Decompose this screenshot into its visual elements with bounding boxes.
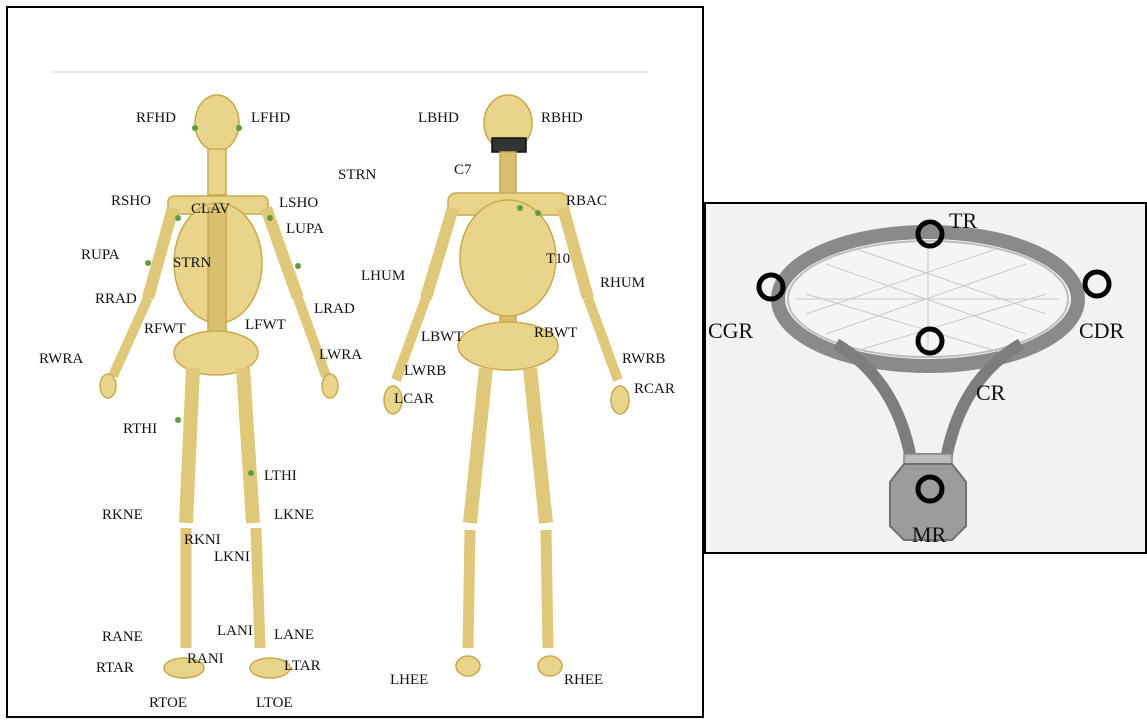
marker-label: RHUM	[600, 276, 645, 291]
racket-label-cgr: CGR	[708, 320, 753, 342]
marker-label: RANE	[102, 630, 143, 645]
marker-label: LWRA	[319, 348, 362, 363]
marker-label: T10	[546, 252, 570, 267]
marker-label: STRN	[173, 256, 211, 271]
marker-label: RHEE	[564, 673, 603, 688]
marker-label: RSHO	[111, 194, 151, 209]
marker-label: LUPA	[286, 222, 324, 237]
marker-label: LHEE	[390, 673, 428, 688]
marker-label: LTAR	[284, 659, 321, 674]
marker-label: RFWT	[144, 322, 186, 337]
marker-label: LTOE	[256, 696, 293, 711]
marker-label: C7	[454, 163, 472, 178]
marker-label: RUPA	[81, 248, 120, 263]
racket-label-cr: CR	[976, 382, 1005, 404]
marker-label: RBAC	[566, 194, 607, 209]
marker-label: LFWT	[245, 318, 286, 333]
marker-label: LANE	[274, 628, 314, 643]
marker-label: RCAR	[634, 382, 675, 397]
skeleton-panel: RFHD LFHD RSHO CLAV LSHO LUPA RUPA STRN …	[6, 6, 704, 718]
marker-label: LCAR	[394, 392, 434, 407]
marker-label: RWRA	[39, 352, 83, 367]
marker-label: CLAV	[191, 202, 230, 217]
front-skeleton	[100, 95, 338, 678]
marker-label: LKNE	[274, 508, 314, 523]
racket-panel: TR CGR CDR CR MR	[704, 202, 1147, 554]
marker-label: RTHI	[123, 422, 157, 437]
marker-label: RKNI	[184, 533, 221, 548]
marker-label: RFHD	[136, 111, 176, 126]
marker-label: RWRB	[622, 352, 665, 367]
marker-label: LRAD	[314, 302, 355, 317]
marker-label: LANI	[217, 624, 253, 639]
marker-label: RKNE	[102, 508, 143, 523]
marker-label: LFHD	[251, 111, 290, 126]
racket-label-tr: TR	[949, 210, 977, 232]
marker-label: LWRB	[404, 364, 446, 379]
marker-label: LTHI	[264, 469, 297, 484]
marker-label: RRAD	[95, 292, 137, 307]
marker-label: RBWT	[534, 326, 577, 341]
marker-label: LHUM	[361, 269, 405, 284]
back-skeleton	[384, 95, 629, 676]
racket-illustration	[706, 204, 1145, 552]
marker-label: RTOE	[149, 696, 187, 711]
racket-label-mr: MR	[912, 524, 946, 546]
marker-label: LBHD	[418, 111, 459, 126]
marker-label: RBHD	[541, 111, 583, 126]
marker-label: STRN	[338, 168, 376, 183]
marker-label: RTAR	[96, 661, 134, 676]
marker-label: LKNI	[214, 550, 250, 565]
racket-label-cdr: CDR	[1079, 320, 1124, 342]
marker-label: LSHO	[279, 196, 318, 211]
marker-label: LBWT	[421, 330, 464, 345]
marker-label: RANI	[187, 652, 224, 667]
